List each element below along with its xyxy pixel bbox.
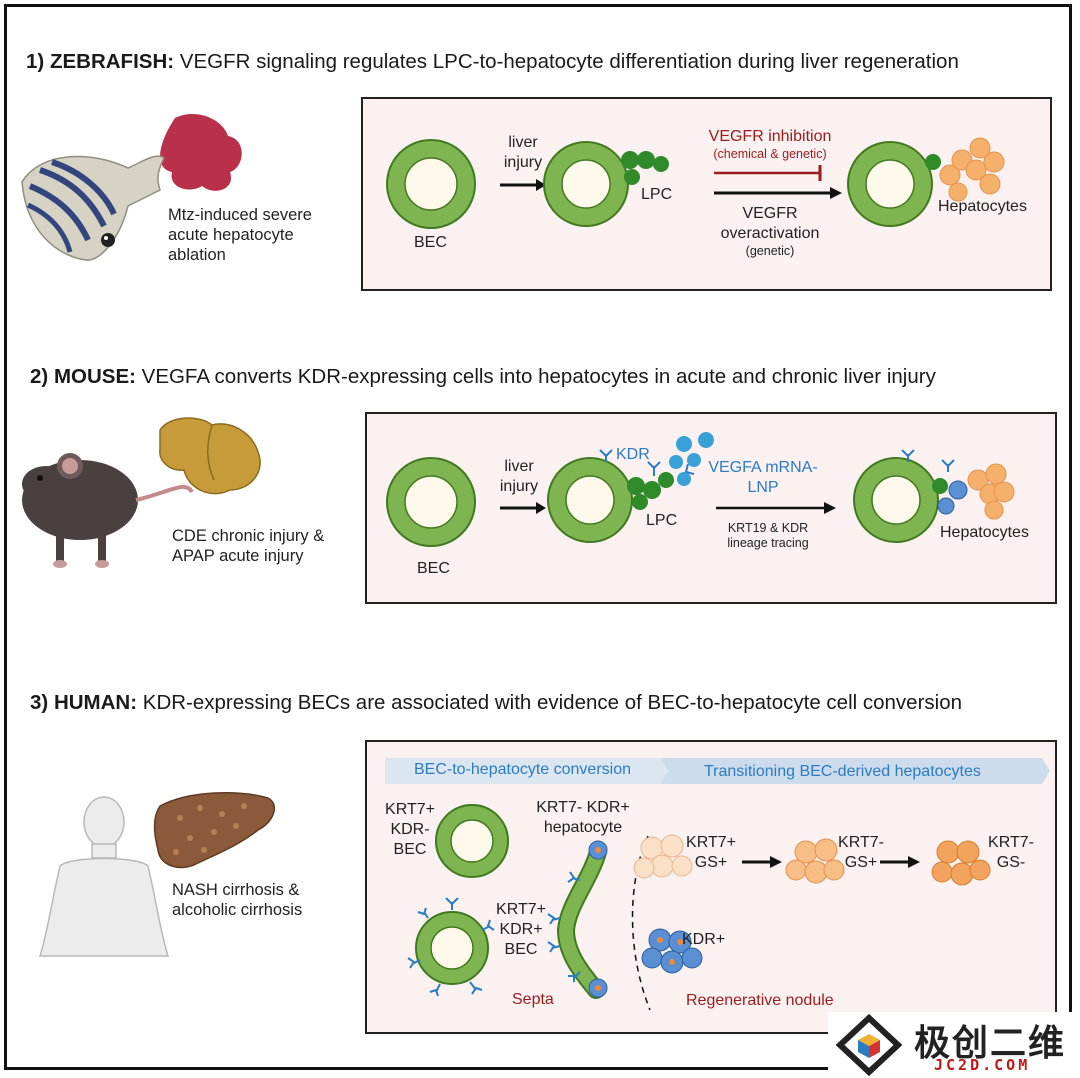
- section1-lpc-label: LPC: [641, 186, 673, 203]
- figure-frame: [4, 4, 1072, 1070]
- banner-left-label: BEC-to-hepatocyte conversion: [414, 761, 631, 778]
- section1-injury-label: liver injury: [503, 134, 543, 171]
- stage3-hepatocytes: [931, 840, 991, 886]
- stage2-hepatocytes: [785, 838, 845, 884]
- zebrafish-icon: [21, 155, 165, 261]
- section2-lpc-label: LPC: [646, 512, 678, 529]
- stage2-label: KRT7- GS+: [838, 834, 884, 871]
- section1-heading: 1) ZEBRAFISH: VEGFR signaling regulates …: [26, 50, 959, 74]
- bec-kdr-positive: [407, 897, 495, 997]
- bec-kdr-negative: [435, 804, 509, 878]
- section1-model-caption: Mtz-induced severe acute hepatocyte abla…: [168, 206, 312, 264]
- section3-model-caption: NASH cirrhosis & alcoholic cirrhosis: [172, 881, 303, 919]
- section3-number: 3): [30, 691, 49, 714]
- section1-panel: [361, 97, 1052, 291]
- section1-title: VEGFR signaling regulates LPC-to-hepatoc…: [179, 50, 959, 73]
- section2-hepatocytes-label: Hepatocytes: [940, 524, 1029, 541]
- septa-boundary: [631, 835, 651, 1011]
- septa-strand: [547, 840, 608, 999]
- conversion-banner: [385, 758, 668, 784]
- bec-duct-1: [386, 139, 476, 229]
- lpc-duct-1: [543, 141, 669, 227]
- bec-duct-2: [386, 457, 476, 547]
- section2-title: VEGFA converts KDR-expressing cells into…: [141, 365, 936, 388]
- mouse-liver-icon: [159, 417, 261, 495]
- nodule-label: Regenerative nodule: [686, 992, 834, 1009]
- bec-kdr-positive-label: KRT7+ KDR+ BEC: [496, 901, 546, 958]
- treatment-label: VEGFA mRNA-LNP: [708, 459, 818, 496]
- human-icon: [38, 796, 170, 957]
- overactivation-title: VEGFR overactivation: [720, 205, 820, 242]
- banner-right-label: Transitioning BEC-derived hepatocytes: [704, 763, 981, 780]
- section1-hepatocytes-label: Hepatocytes: [938, 198, 1027, 215]
- section2-bec-label: BEC: [417, 560, 450, 577]
- section2-model-caption: CDE chronic injury & APAP acute injury: [172, 527, 325, 565]
- section3-organism: HUMAN:: [53, 691, 138, 714]
- section2-organism: MOUSE:: [53, 365, 136, 388]
- stage1-hepatocytes: [633, 834, 693, 879]
- section2-number: 2): [30, 365, 49, 388]
- zebrafish-liver-icon: [160, 114, 242, 191]
- section1-organism: ZEBRAFISH:: [49, 50, 175, 73]
- hepatocyte-duct-1: [847, 137, 1005, 227]
- tracing-label: KRT19 & KDR lineage tracing: [727, 521, 809, 550]
- watermark-logo-icon: [835, 1013, 903, 1077]
- section2-kdr-label: KDR: [616, 446, 650, 463]
- nodule-kdr-label: KDR+: [682, 931, 726, 948]
- section1-bec-label: BEC: [414, 234, 447, 251]
- vegfa-particles-icon: [669, 432, 714, 486]
- watermark-cn-text: 极创二维: [914, 1022, 1067, 1063]
- section3-heading: 3) HUMAN: KDR-expressing BECs are associ…: [30, 691, 962, 715]
- watermark-en-text: JC2D.COM: [934, 1056, 1031, 1074]
- stage3-label: KRT7- GS-: [988, 834, 1034, 871]
- section1-number: 1): [26, 50, 45, 73]
- section2-heading: 2) MOUSE: VEGFA converts KDR-expressing …: [30, 365, 936, 389]
- section2-injury-label: liver injury: [499, 458, 539, 495]
- lpc-duct-2: [547, 449, 695, 543]
- bec-kdr-negative-label: KRT7+ KDR- BEC: [385, 801, 435, 858]
- hepatocyte-duct-2: [853, 449, 1015, 543]
- inhibition-detail: (chemical & genetic): [713, 147, 827, 161]
- septa-label: Septa: [512, 991, 554, 1008]
- section3-title: KDR-expressing BECs are associated with …: [142, 691, 963, 714]
- septa-hepatocyte-label: KRT7- KDR+ hepatocyte: [536, 799, 630, 836]
- transition-banner: [660, 758, 1050, 784]
- watermark: 极创二维 JC2D.COM: [828, 1012, 1080, 1078]
- stage1-label: KRT7+ GS+: [686, 834, 736, 871]
- overactivation-detail: (genetic): [745, 244, 795, 258]
- inhibition-title: VEGFR inhibition: [708, 128, 832, 145]
- section3-panel: [365, 740, 1057, 1034]
- mouse-icon: [22, 453, 194, 568]
